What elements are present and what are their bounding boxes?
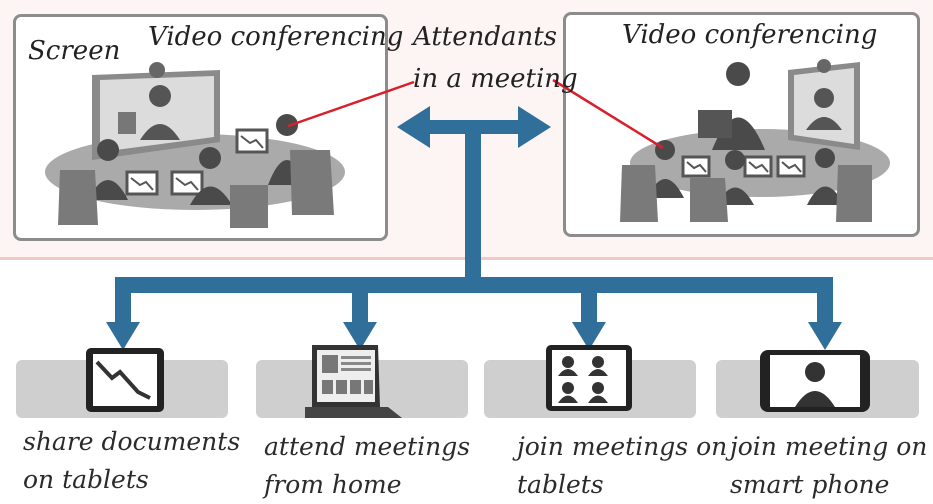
laptop-icon <box>305 345 402 418</box>
attendants-label-line1: Attendants <box>413 22 558 52</box>
attendants-label-line2: in a meeting <box>413 64 578 94</box>
right-screen-icon <box>788 59 860 150</box>
screen-label: Screen <box>28 36 121 66</box>
left-screen-icon <box>92 62 220 160</box>
caption-line: share documents <box>23 427 241 456</box>
left-room-title: Video conferencing <box>148 22 404 52</box>
right-room-title: Video conferencing <box>622 20 878 50</box>
caption-attend-from-home: attend meetings from home <box>264 428 470 504</box>
caption-line: join meeting on <box>730 432 928 461</box>
tablet-document-icon <box>86 348 164 412</box>
caption-line: on tablets <box>23 465 149 494</box>
caption-line: tablets <box>517 470 604 499</box>
caption-line: smart phone <box>730 470 890 499</box>
left-room-scene <box>45 62 345 228</box>
double-arrow-icon <box>397 106 551 148</box>
pointer-line-left <box>287 80 415 128</box>
caption-share-documents: share documents on tablets <box>23 423 240 499</box>
caption-join-on-tablets: join meetings on tablets <box>517 428 727 504</box>
connection-arrows <box>106 106 842 350</box>
pointer-line-right <box>552 78 664 150</box>
smartphone-icon <box>760 350 870 412</box>
caption-line: from home <box>264 470 402 499</box>
caption-join-on-phone: join meeting on smart phone <box>730 428 927 504</box>
caption-line: join meetings on <box>517 432 728 461</box>
caption-line: attend meetings <box>264 432 471 461</box>
right-room-scene <box>620 59 890 222</box>
tablet-video-icon <box>546 345 632 411</box>
